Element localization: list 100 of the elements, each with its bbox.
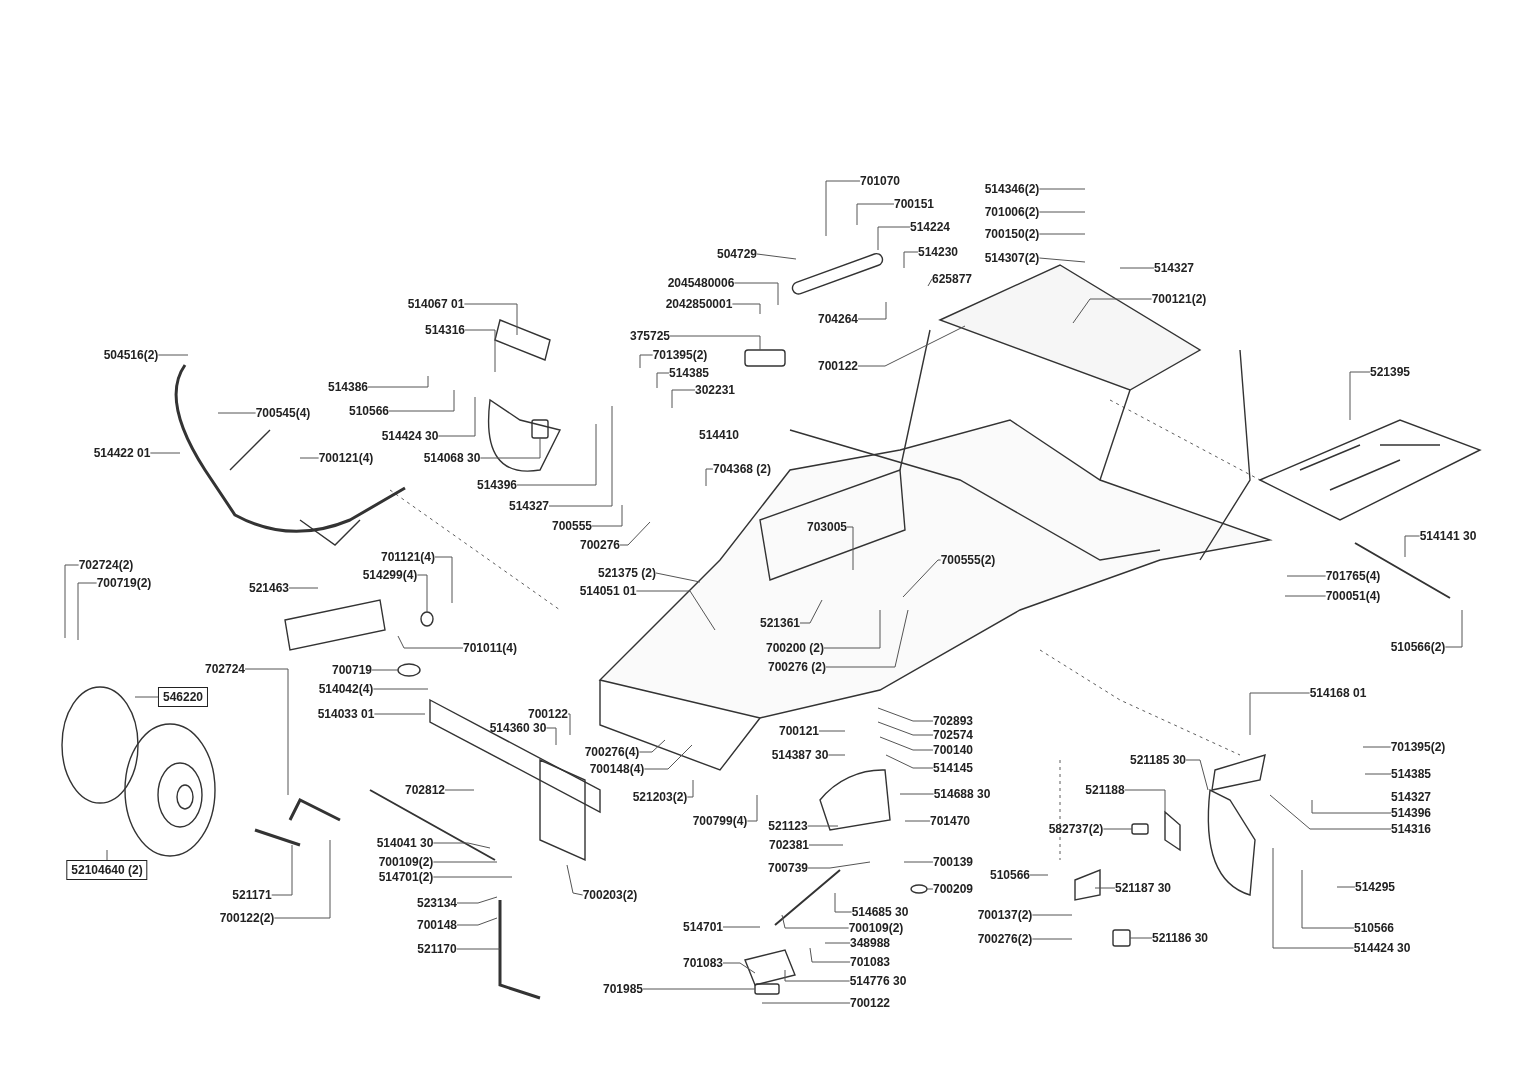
part-number: 701395(2) xyxy=(1390,741,1446,753)
part-number: 514385 xyxy=(1391,768,1431,780)
part-number: 702812 xyxy=(405,784,445,796)
leader-line xyxy=(1094,887,1116,889)
part-number: 521170 xyxy=(417,943,457,955)
part-number: 2045480006 xyxy=(667,277,735,289)
part-number: 702893 xyxy=(933,715,973,727)
part-number: 582737(2) xyxy=(1048,823,1104,835)
part-number: 514386 xyxy=(328,381,368,393)
leader-line xyxy=(367,375,429,388)
part-number: 700109(2) xyxy=(378,856,434,868)
part-number: 514701(2) xyxy=(378,871,434,883)
part-number: 700799(4) xyxy=(692,815,748,827)
part-number: 514327 xyxy=(509,500,549,512)
part-number: 510566(2) xyxy=(1390,641,1446,653)
part-number: 514051 01 xyxy=(579,585,637,597)
part-number: 700122 xyxy=(818,360,858,372)
part-number: 701070 xyxy=(860,175,900,187)
part-number: 514424 30 xyxy=(1353,942,1411,954)
leader-line xyxy=(824,942,851,944)
part-number: 514141 30 xyxy=(1419,530,1477,542)
leader-line xyxy=(566,864,584,896)
part-number: 521123 xyxy=(768,820,808,832)
part-number: 514410 xyxy=(699,429,739,441)
leader-line xyxy=(927,278,933,287)
part-number: 2042850001 xyxy=(665,298,733,310)
leader-line xyxy=(857,301,887,320)
leader-line xyxy=(416,574,428,613)
part-number: 700121(2) xyxy=(1151,293,1207,305)
leader-line xyxy=(1038,211,1086,213)
leader-line xyxy=(761,1002,851,1004)
part-number: 700122 xyxy=(850,997,890,1009)
part-number: 514327 xyxy=(1154,262,1194,274)
part-number: 514685 30 xyxy=(851,906,909,918)
leader-line xyxy=(1284,595,1327,597)
part-number: 504516(2) xyxy=(103,349,159,361)
leader-line xyxy=(548,405,613,507)
part-number: 701006(2) xyxy=(984,206,1040,218)
leader-line xyxy=(756,253,797,260)
leader-line xyxy=(77,582,98,641)
part-number: 348988 xyxy=(850,937,890,949)
part-number: 521375 (2) xyxy=(598,567,656,579)
part-number: 514224 xyxy=(910,221,950,233)
leader-line xyxy=(643,744,693,770)
part-number: 702381 xyxy=(769,839,809,851)
part-number: 514346(2) xyxy=(984,183,1040,195)
part-number: 701083 xyxy=(683,957,723,969)
leader-line xyxy=(731,303,761,315)
part-number: 700719(2) xyxy=(96,577,152,589)
leader-line xyxy=(1031,914,1073,916)
leader-line xyxy=(834,892,853,913)
leader-line xyxy=(1072,298,1153,324)
leader-line xyxy=(244,668,289,796)
part-number: 700140 xyxy=(933,744,973,756)
leader-line xyxy=(456,948,501,950)
leader-line xyxy=(926,888,934,890)
leader-line xyxy=(635,590,716,631)
part-number: 514295 xyxy=(1355,881,1395,893)
part-number: 702724(2) xyxy=(78,559,134,571)
part-number: 701985 xyxy=(603,983,643,995)
part-number: 514688 30 xyxy=(933,788,991,800)
leader-line xyxy=(516,423,597,486)
part-number: 523134 xyxy=(417,897,457,909)
part-number: 700148(4) xyxy=(589,763,645,775)
part-number: 514299(4) xyxy=(362,569,418,581)
leader-line xyxy=(373,713,426,715)
part-number: 514387 30 xyxy=(771,749,829,761)
part-number: 701470 xyxy=(930,815,970,827)
leader-line xyxy=(885,754,934,769)
leader-line xyxy=(299,457,320,459)
part-number: 375725 xyxy=(630,330,670,342)
part-number: 701395(2) xyxy=(652,349,708,361)
part-number: 704368 (2) xyxy=(713,463,771,475)
part-number: 700150(2) xyxy=(984,228,1040,240)
part-number: 702724 xyxy=(205,663,245,675)
leader-line xyxy=(825,609,909,668)
part-number: 514327 xyxy=(1391,791,1431,803)
part-number: 514168 01 xyxy=(1309,687,1367,699)
part-number: 701011(4) xyxy=(463,642,517,654)
part-number: 514422 01 xyxy=(93,447,151,459)
part-number: 504729 xyxy=(717,248,757,260)
leader-line xyxy=(1129,937,1153,939)
leader-line xyxy=(372,688,429,690)
leader-line xyxy=(781,914,850,929)
leader-line xyxy=(877,707,934,722)
leader-line xyxy=(642,988,756,990)
leader-line xyxy=(456,896,498,904)
leader-line xyxy=(669,335,761,351)
part-number: 302231 xyxy=(695,384,735,396)
leader-line xyxy=(746,794,758,822)
leader-line xyxy=(1301,869,1355,929)
leader-line xyxy=(856,203,895,226)
leader-line xyxy=(1185,759,1209,791)
part-number: 700276(2) xyxy=(977,933,1033,945)
leader-line xyxy=(1272,847,1355,949)
part-number: 521187 30 xyxy=(1114,882,1172,894)
leader-line xyxy=(271,844,293,896)
part-number: 514067 01 xyxy=(407,298,465,310)
leader-line xyxy=(818,730,846,732)
leader-line xyxy=(656,372,670,389)
